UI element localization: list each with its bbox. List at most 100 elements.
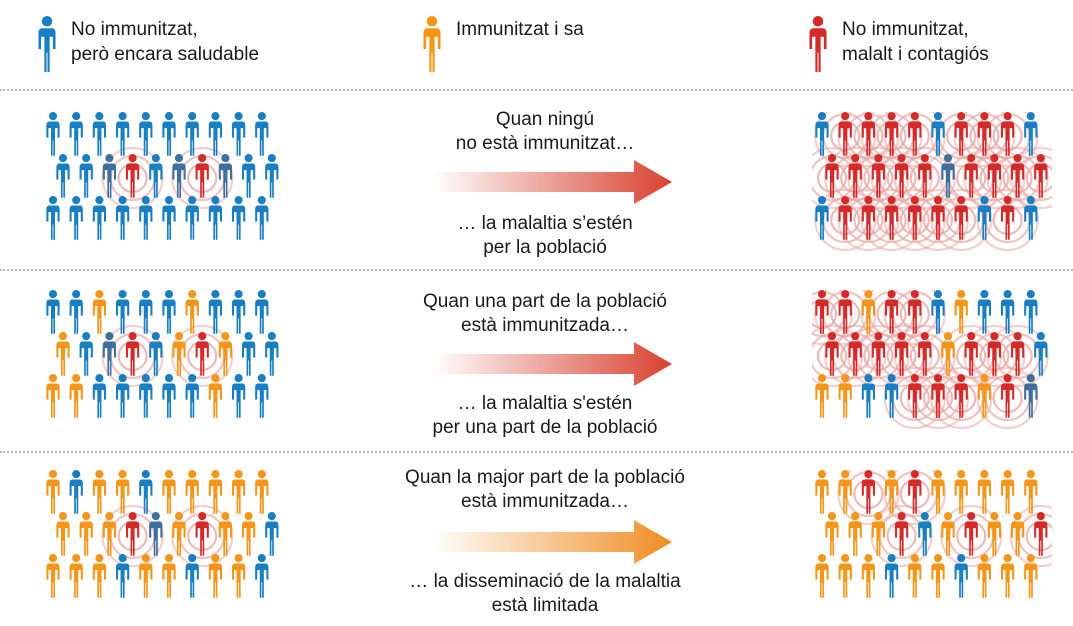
- person-icon-red: [884, 290, 899, 334]
- person-icon-blue: [92, 196, 107, 240]
- person-icon-blue: [102, 154, 117, 198]
- person-icon-red: [861, 112, 876, 156]
- person-icon-orange: [838, 374, 852, 418]
- person-icon-blue: [46, 112, 60, 156]
- crowd-before-3: [46, 470, 279, 598]
- person-icon-orange: [255, 470, 269, 514]
- person-icon-red: [195, 512, 209, 556]
- person-icon-red: [125, 332, 140, 376]
- legend-healthy: No immunitzat, però encara saludable: [33, 14, 259, 74]
- person-icon-orange: [115, 470, 130, 514]
- person-icon-orange: [1010, 512, 1025, 556]
- person-icon-blue: [1000, 290, 1015, 334]
- infection-ring: [860, 290, 923, 346]
- person-icon-orange: [1000, 554, 1015, 598]
- infection-ring: [870, 504, 933, 568]
- person-icon-orange: [861, 290, 876, 334]
- person-icon-orange: [977, 470, 992, 514]
- infection-ring: [883, 188, 946, 252]
- infection-ring: [930, 188, 993, 252]
- person-icon-red: [815, 290, 829, 334]
- person-icon-orange: [815, 374, 829, 418]
- infection-ring: [837, 188, 900, 252]
- infection-ring: [814, 112, 877, 168]
- person-icon-blue: [46, 196, 60, 240]
- arrow-shape: [432, 160, 672, 204]
- person-icon-orange: [139, 554, 153, 598]
- person-icon-red: [964, 512, 978, 556]
- person-icon-blue: [884, 554, 899, 598]
- person-icon-blue: [1024, 196, 1038, 240]
- scenario-3-bottom-text: … la disseminació de la malaltia està li…: [409, 571, 681, 616]
- infection-ring: [814, 188, 877, 252]
- person-icon-blue: [255, 290, 269, 334]
- person-icon-blue: [115, 554, 130, 598]
- infection-ring: [870, 146, 933, 210]
- scenario-2-top-text: Quan una part de la població està immuni…: [422, 291, 667, 336]
- person-icon-blue: [977, 196, 992, 240]
- person-icon-blue: [102, 332, 117, 376]
- person-icon-orange: [848, 512, 862, 556]
- person-icon-orange: [162, 554, 176, 598]
- person-icon-blue: [69, 112, 83, 156]
- infection-ring: [837, 470, 900, 526]
- person-icon-blue: [69, 470, 83, 514]
- person-icon-blue: [241, 332, 256, 376]
- divider-2: [0, 269, 1073, 271]
- person-icon-blue: [139, 290, 153, 334]
- infection-ring: [171, 146, 234, 210]
- person-icon-blue: [231, 290, 246, 334]
- legend-healthy-label: No immunitzat, però encara saludable: [71, 19, 260, 65]
- person-icon-red: [931, 374, 945, 418]
- infection-ring: [824, 324, 887, 388]
- person-icon-blue: [69, 290, 83, 334]
- infection-ring: [812, 146, 864, 210]
- person-icon-red: [987, 154, 1002, 198]
- person-icon-orange: [185, 470, 199, 514]
- person-icon-red: [838, 196, 852, 240]
- person-icon-orange: [908, 554, 922, 598]
- person-icon-blue: [149, 332, 163, 376]
- person-icon-orange: [825, 512, 839, 556]
- person-icon-orange: [162, 470, 176, 514]
- infection-ring: [976, 112, 1039, 168]
- person-icon-red: [861, 196, 876, 240]
- person-icon-blue: [255, 112, 269, 156]
- person-icon-blue: [815, 112, 829, 156]
- person-icon-blue: [931, 290, 945, 334]
- person-icon-red: [908, 196, 922, 240]
- person-icon-red: [195, 154, 209, 198]
- infection-ring: [893, 146, 956, 210]
- person-icon-blue: [255, 554, 269, 598]
- infection-ring: [837, 112, 900, 168]
- person-icon-blue: [185, 112, 199, 156]
- infection-ring: [171, 324, 234, 388]
- arrow-2: [432, 342, 672, 386]
- person-icon-blue: [162, 196, 176, 240]
- person-icon-orange: [79, 512, 93, 556]
- infection-ring: [906, 188, 970, 252]
- person-icon-blue: [1034, 332, 1048, 376]
- person-icon-blue: [931, 112, 945, 156]
- person-icon-red: [977, 112, 992, 156]
- infection-ring: [930, 366, 993, 430]
- person-icon-red: [1000, 112, 1015, 156]
- person-icon-orange: [977, 374, 992, 418]
- person-icon-blue: [208, 290, 223, 334]
- person-icon-blue: [231, 374, 246, 418]
- person-icon-blue: [139, 374, 153, 418]
- person-icon-orange: [871, 512, 886, 556]
- infection-ring: [893, 324, 956, 388]
- person-icon-red: [918, 332, 932, 376]
- person-icon-blue: [172, 154, 186, 198]
- person-icon-orange: [46, 374, 60, 418]
- crowd-before-2: [46, 290, 279, 418]
- divider-3: [0, 451, 1073, 453]
- person-icon-blue: [941, 154, 955, 198]
- infection-ring: [1009, 146, 1052, 210]
- scenario-2-bottom-text: … la malaltia s'estén per una part de la…: [432, 393, 658, 438]
- person-icon-red: [871, 154, 886, 198]
- person-icon-blue: [861, 374, 876, 418]
- infection-ring: [963, 324, 1026, 388]
- person-icon-orange: [102, 512, 117, 556]
